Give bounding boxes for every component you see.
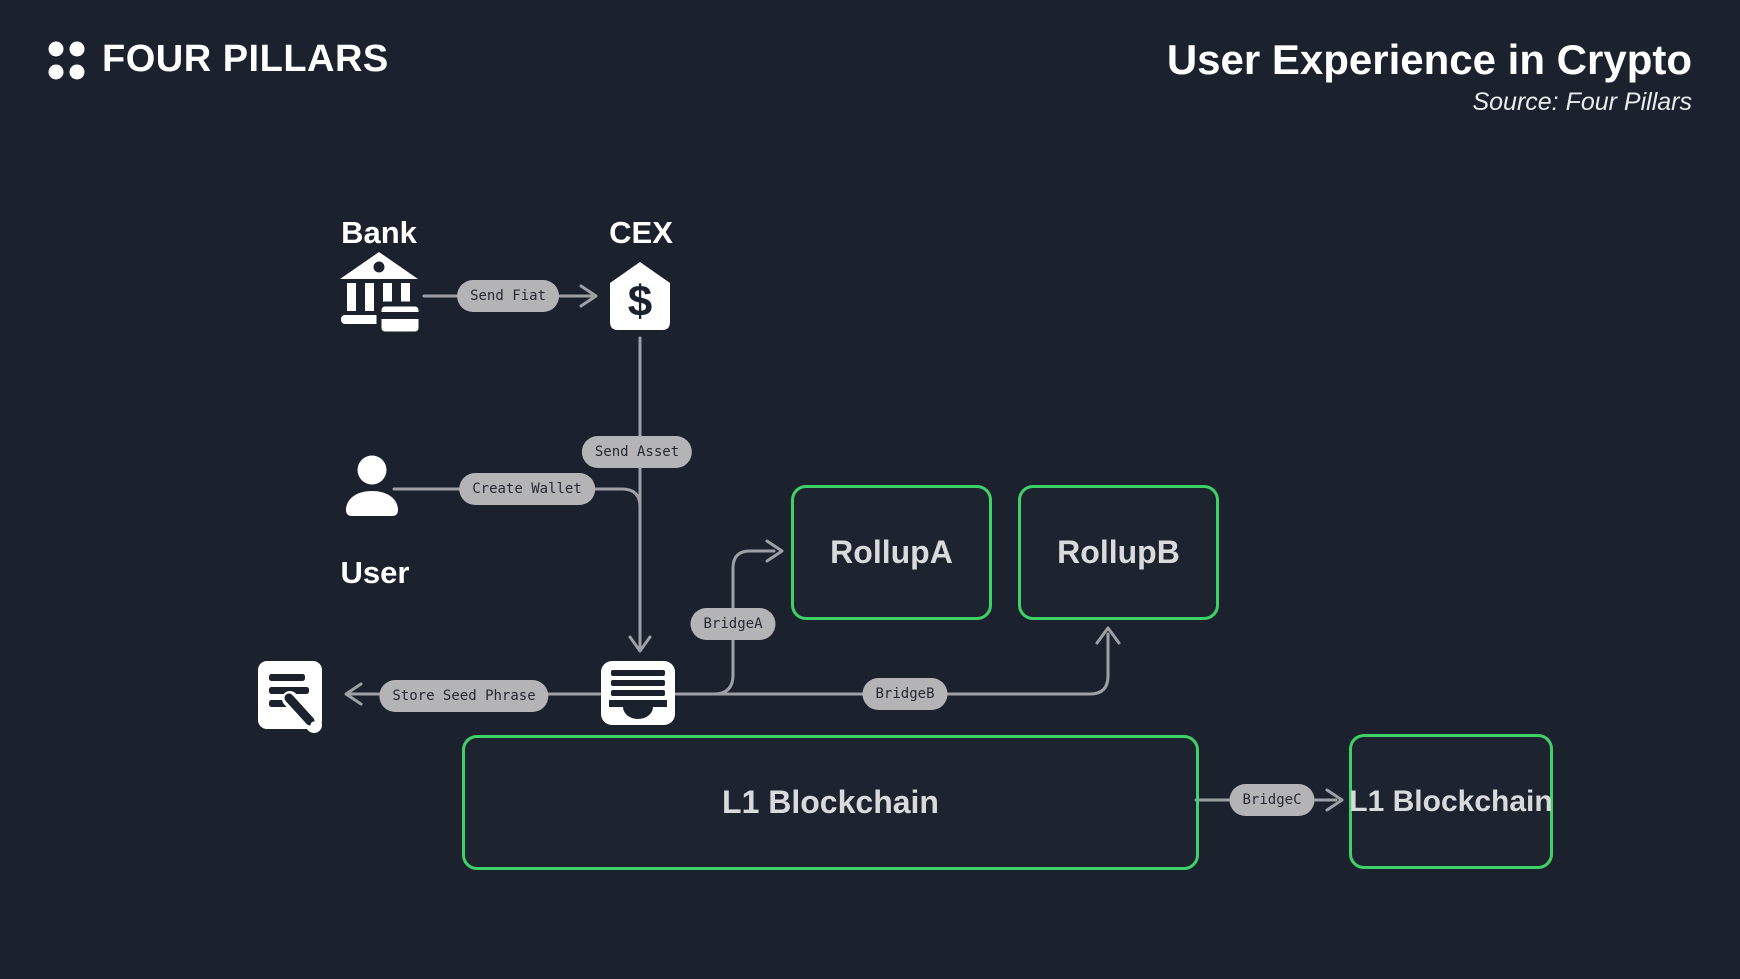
user-label: User xyxy=(340,555,410,590)
l1-blockchain-right-label: L1 Blockchain xyxy=(1349,784,1553,818)
brand-logo: FOUR PILLARS xyxy=(48,38,389,81)
send-asset-pill: Send Asset xyxy=(581,436,693,468)
rollup-b-box: RollupB xyxy=(1018,485,1219,620)
brand-name: FOUR PILLARS xyxy=(102,38,389,80)
l1-blockchain-right-box: L1 Blockchain xyxy=(1349,734,1553,869)
create-wallet-pill: Create Wallet xyxy=(459,473,595,505)
bank-card-detail xyxy=(376,301,423,337)
rollup-b-label: RollupB xyxy=(1057,534,1180,570)
cex-vault-icon: $ xyxy=(610,262,670,330)
four-pillars-logo-icon xyxy=(48,41,85,79)
cex-label: CEX xyxy=(609,215,673,250)
bank-label: Bank xyxy=(341,215,417,250)
rollup-a-box: RollupA xyxy=(791,485,992,620)
note-pen-icon xyxy=(258,661,322,733)
bridge-b-pill: BridgeB xyxy=(862,678,948,710)
wallet-icon xyxy=(601,661,675,725)
l1-blockchain-main-box: L1 Blockchain xyxy=(462,735,1199,870)
send-fiat-pill: Send Fiat xyxy=(457,280,559,312)
page-title: User Experience in Crypto xyxy=(1166,36,1692,83)
dollar-symbol: $ xyxy=(628,277,652,326)
bank-icon xyxy=(340,252,423,337)
user-icon xyxy=(346,455,398,516)
source-credit: Source: Four Pillars xyxy=(1472,88,1692,116)
l1-blockchain-main-label: L1 Blockchain xyxy=(722,784,939,820)
bridge-c-pill: BridgeC xyxy=(1229,784,1315,816)
store-seed-phrase-pill: Store Seed Phrase xyxy=(379,680,549,712)
bridge-a-pill: BridgeA xyxy=(690,608,776,640)
pen-detail xyxy=(282,691,322,733)
rollup-a-label: RollupA xyxy=(830,534,953,570)
